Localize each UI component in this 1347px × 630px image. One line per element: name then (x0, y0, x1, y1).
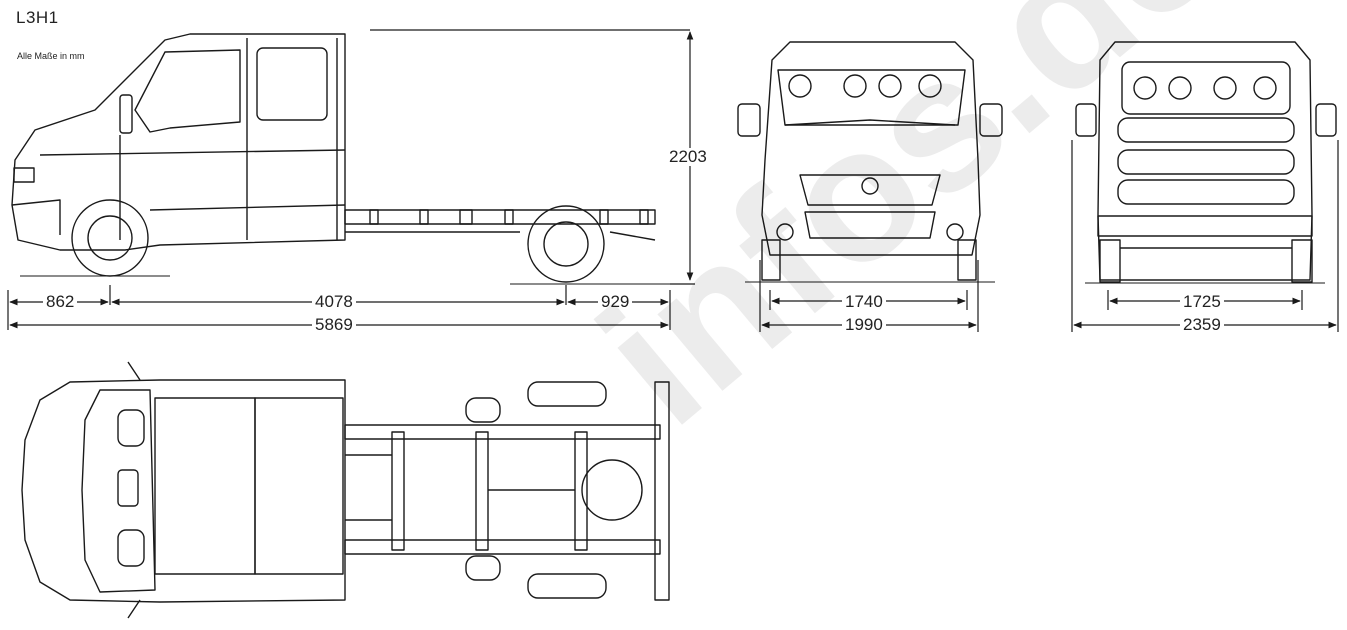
drawing-title: L3H1 (16, 8, 59, 27)
top-view (21, 361, 670, 619)
dim-front-overhang: 862 (43, 293, 78, 311)
dim-side-height: 2203 (666, 148, 710, 166)
dim-overall-length: 5869 (312, 316, 356, 334)
dim-wheelbase: 4078 (312, 293, 356, 311)
dim-rear-track: 1725 (1180, 293, 1224, 311)
front-view (737, 41, 1003, 283)
dim-rear-overhang: 929 (598, 293, 633, 311)
dim-front-track: 1740 (842, 293, 886, 311)
side-view (11, 33, 670, 285)
units-note: Alle Maße in mm (17, 51, 85, 61)
dim-front-width: 1990 (842, 316, 886, 334)
dim-rear-width: 2359 (1180, 316, 1224, 334)
rear-view (1075, 41, 1337, 284)
